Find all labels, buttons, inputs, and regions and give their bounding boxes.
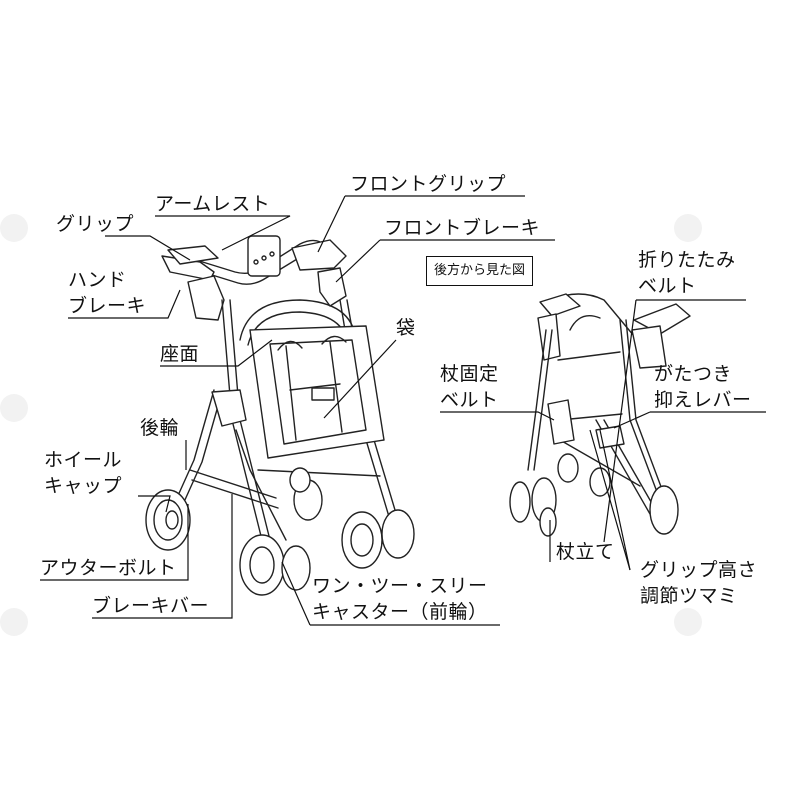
label-rattle-lever-line1: がたつき: [654, 363, 733, 385]
label-grip-height-knob-line2: 調節ツマミ: [640, 585, 738, 607]
rear-view-caption: 後方から見た図: [426, 256, 534, 286]
label-front-brake: フロントブレーキ: [384, 217, 541, 239]
label-brake-bar: ブレーキバー: [92, 595, 210, 617]
label-seat: 座面: [160, 343, 200, 365]
label-rear-wheel: 後輪: [140, 417, 180, 439]
label-wheel-cap-line2: キャップ: [44, 475, 123, 497]
walker-rear-view: [509, 293, 691, 537]
walker-front-view: [145, 235, 415, 596]
label-caster-line2: キャスター（前輪）: [312, 601, 488, 623]
label-front-grip: フロントグリップ: [350, 173, 507, 195]
label-cane-belt-line2: ベルト: [440, 389, 499, 411]
label-armrest: アームレスト: [155, 193, 271, 215]
label-bag: 袋: [396, 317, 416, 339]
label-folding-belt-line1: 折りたたみ: [638, 249, 736, 271]
leader-lines: [40, 195, 766, 626]
label-cane-belt-line1: 杖固定: [440, 363, 499, 385]
label-wheel-cap-line1: ホイール: [44, 449, 123, 471]
watermark: [0, 214, 702, 636]
label-hand-brake-line1: ハンド: [68, 269, 127, 291]
label-rattle-lever-line2: 抑えレバー: [654, 389, 752, 411]
label-grip: グリップ: [56, 213, 135, 235]
label-outer-bolt: アウターボルト: [40, 557, 177, 579]
label-grip-height-knob-line1: グリップ高さ: [640, 559, 758, 581]
label-folding-belt-line2: ベルト: [638, 275, 697, 297]
label-hand-brake-line2: ブレーキ: [68, 295, 147, 317]
label-cane-stand: 杖立て: [556, 541, 615, 563]
label-caster-line1: ワン・ツー・スリー: [312, 575, 488, 597]
